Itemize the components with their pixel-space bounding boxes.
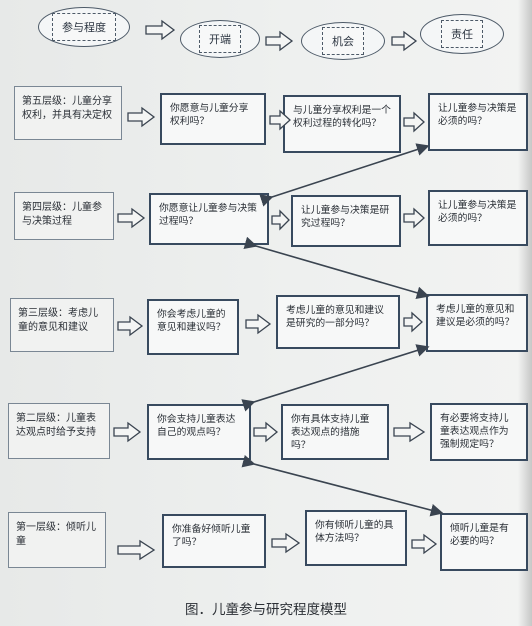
hollow-arrow-icon bbox=[271, 209, 290, 231]
hollow-arrow-icon bbox=[245, 313, 272, 335]
level-1-start-question: 你准备好倾听儿童了吗？ bbox=[162, 514, 266, 568]
level-5-responsibility-question: 让儿童参与决策是必须的吗？ bbox=[428, 93, 528, 151]
hollow-arrow-icon bbox=[403, 111, 425, 133]
hollow-arrow-icon bbox=[117, 207, 146, 229]
diagonal-link-arrow bbox=[243, 236, 430, 300]
level-1-responsibility-question: 倾听儿童是有必要的吗？ bbox=[440, 513, 528, 571]
header-oval-participation-degree: 参与程度 bbox=[38, 7, 130, 47]
header-oval-start: 开端 bbox=[180, 20, 260, 58]
hollow-arrow-icon bbox=[403, 311, 423, 333]
level-2-start-question: 你会支持儿童表达自己的观点吗？ bbox=[147, 404, 251, 460]
hollow-arrow-icon bbox=[265, 30, 294, 52]
header-oval-label: 参与程度 bbox=[52, 13, 116, 41]
level-1-opportunity-question: 你有倾听儿童的具体方法吗？ bbox=[305, 510, 407, 566]
level-3-label: 第三层级：考虑儿童的意见和建议 bbox=[10, 298, 114, 352]
hollow-arrow-icon bbox=[393, 421, 426, 443]
diagonal-link-arrow bbox=[259, 143, 430, 207]
hollow-arrow-icon bbox=[391, 30, 418, 52]
header-oval-label: 机会 bbox=[322, 27, 364, 55]
hollow-arrow-icon bbox=[271, 532, 301, 554]
level-2-label: 第二层级：儿童表达观点时给予支持 bbox=[8, 403, 110, 459]
hollow-arrow-icon bbox=[253, 421, 279, 443]
figure-caption: 图．儿童参与研究程度模型 bbox=[185, 602, 347, 618]
hollow-arrow-icon bbox=[403, 207, 425, 229]
header-oval-opportunity: 机会 bbox=[301, 22, 385, 60]
header-oval-label: 责任 bbox=[441, 20, 483, 48]
hollow-arrow-icon bbox=[117, 539, 156, 561]
level-2-responsibility-question: 有必要将支持儿童表达观点作为强制规定吗？ bbox=[430, 403, 528, 461]
level-4-label: 第四层级：儿童参与决策过程 bbox=[14, 192, 114, 240]
hollow-arrow-icon bbox=[117, 315, 144, 337]
header-oval-responsibility: 责任 bbox=[420, 14, 504, 54]
hollow-arrow-icon bbox=[113, 421, 142, 443]
level-3-responsibility-question: 考虑儿童的意见和建议是必须的吗？ bbox=[426, 294, 528, 352]
level-1-label: 第一层级：倾听儿童 bbox=[8, 512, 106, 568]
level-4-start-question: 你愿意让儿童参与决策过程吗？ bbox=[149, 193, 269, 245]
level-3-start-question: 你会考虑儿童的意见和建议吗？ bbox=[147, 299, 239, 355]
hollow-arrow-icon bbox=[145, 19, 176, 41]
hollow-arrow-icon bbox=[269, 109, 291, 131]
diagonal-link-arrow bbox=[241, 454, 444, 517]
hollow-arrow-icon bbox=[127, 106, 156, 128]
hollow-arrow-icon bbox=[411, 533, 438, 555]
level-5-start-question: 你愿意与儿童分享权利吗？ bbox=[160, 93, 266, 145]
level-4-responsibility-question: 让儿童参与决策是必须的吗？ bbox=[428, 190, 528, 246]
header-oval-label: 开端 bbox=[199, 25, 241, 53]
level-5-label: 第五层级：儿童分享权利，并具有决定权 bbox=[14, 86, 122, 140]
diagonal-link-arrow bbox=[241, 344, 430, 412]
